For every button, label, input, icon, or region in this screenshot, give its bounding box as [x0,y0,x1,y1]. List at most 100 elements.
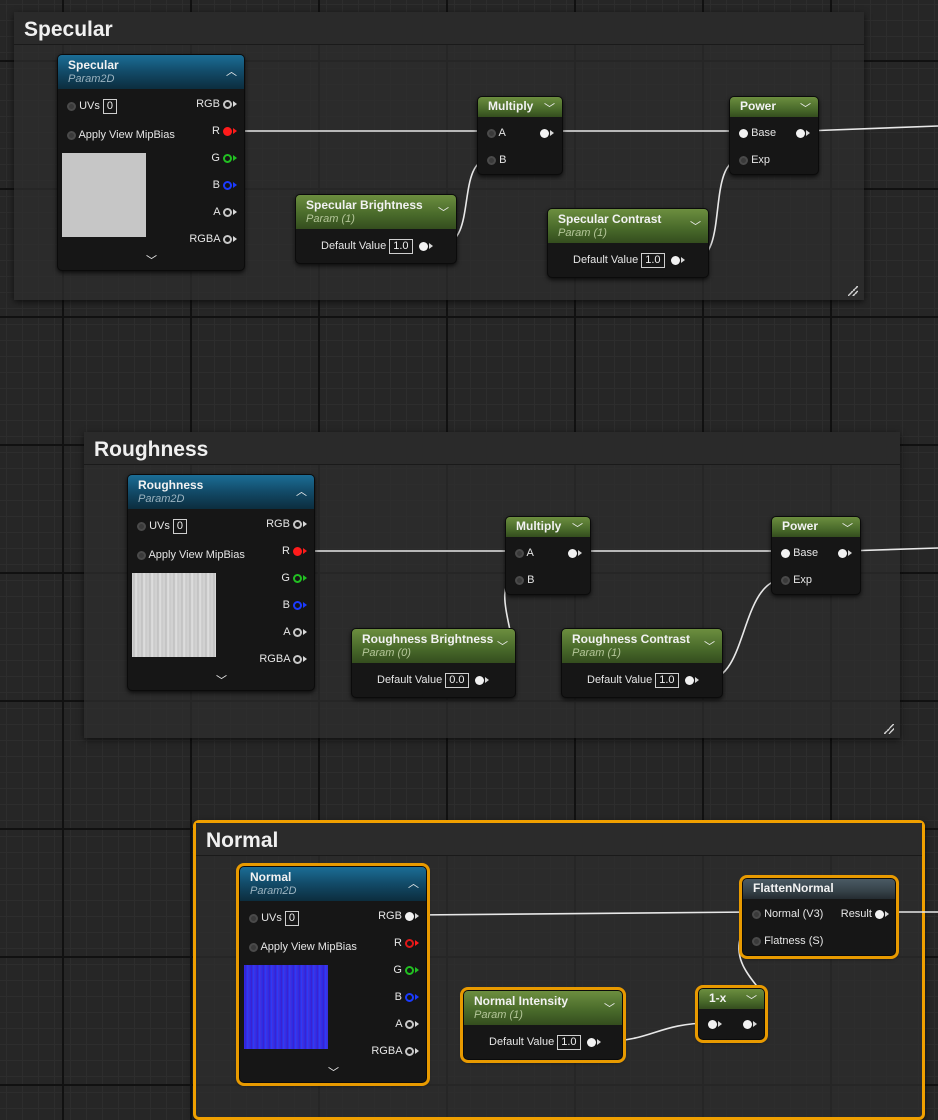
pin-output[interactable] [568,547,582,559]
pin-base[interactable]: Base [781,547,818,559]
comment-title-normal[interactable]: Normal [196,823,922,856]
node-header[interactable]: Multiply ﹀ [506,517,590,537]
chevron-down-icon[interactable]: ﹀ [438,207,449,219]
node-header[interactable]: Power ﹀ [772,517,860,537]
default-value-field[interactable]: 1.0 [389,239,413,254]
pin-mipbias[interactable]: Apply View MipBias [137,549,245,561]
pin-a[interactable]: A [395,1018,419,1030]
node-header[interactable]: Normal Intensity Param (1) ﹀ [464,991,622,1025]
flatten-normal-node[interactable]: FlattenNormal Normal (V3) Flatness (S) R… [739,875,899,959]
one-minus-node[interactable]: 1-x ﹀ [695,985,768,1043]
pin-dot-icon[interactable] [293,519,302,529]
pin-exp[interactable]: Exp [781,574,812,586]
pin-normal[interactable]: Normal (V3) [752,908,823,920]
pin-a[interactable]: A [283,626,307,638]
pin-g[interactable]: G [393,964,419,976]
chevron-down-icon[interactable]: ﹀ [690,221,701,233]
pin-rgba[interactable]: RGBA [259,653,307,665]
scalar-param-node-specular-brightness[interactable]: Specular Brightness Param (1) ﹀ Default … [295,194,457,264]
uvs-value[interactable]: 0 [284,911,299,926]
pin-dot-icon[interactable] [293,573,302,583]
pin-rgba[interactable]: RGBA [189,233,237,245]
pin-dot-icon[interactable] [684,675,694,685]
pin-dot-icon[interactable] [796,128,805,138]
pin-exp[interactable]: Exp [739,154,770,166]
pin-r[interactable]: R [212,125,237,137]
chevron-up-icon[interactable]: ︿ [226,66,237,78]
pin-dot-icon[interactable] [739,155,748,165]
chevron-down-icon[interactable]: ﹀ [216,675,227,687]
pin-dot-icon[interactable] [249,913,258,923]
chevron-down-icon[interactable]: ﹀ [544,103,555,115]
pin-g[interactable]: G [211,152,237,164]
pin-dot-icon[interactable] [515,548,524,558]
pin-b[interactable]: B [213,179,237,191]
scalar-param-node-specular-contrast[interactable]: Specular Contrast Param (1) ﹀ Default Va… [547,208,709,278]
pin-dot-icon[interactable] [474,675,484,685]
pin-dot-icon[interactable] [293,546,302,556]
pin-output[interactable] [743,1018,757,1030]
scalar-param-node-roughness-contrast[interactable]: Roughness Contrast Param (1) ﹀ Default V… [561,628,723,698]
chevron-down-icon[interactable]: ﹀ [704,641,715,653]
pin-dot-icon[interactable] [708,1019,717,1029]
pin-a[interactable]: A [515,547,534,559]
pin-b[interactable]: B [515,574,534,586]
chevron-down-icon[interactable]: ﹀ [842,523,853,535]
pin-a[interactable]: A [487,127,506,139]
default-value-field[interactable]: 1.0 [641,253,665,268]
pin-dot-icon[interactable] [293,600,302,610]
pin-dot-icon[interactable] [405,1046,414,1056]
pin-dot-icon[interactable] [293,654,302,664]
default-value-field[interactable]: 0.0 [445,673,469,688]
pin-dot-icon[interactable] [223,153,232,163]
pin-output[interactable] [540,127,554,139]
multiply-node-roughness[interactable]: Multiply ﹀ A B [505,516,591,595]
node-header[interactable]: Specular Contrast Param (1) ﹀ [548,209,708,243]
pin-output[interactable] [796,127,810,139]
node-header[interactable]: Normal Param2D ︿ [240,867,426,901]
pin-dot-icon[interactable] [405,938,414,948]
pin-r[interactable]: R [282,545,307,557]
pin-b[interactable]: B [487,154,506,166]
pin-dot-icon[interactable] [223,234,232,244]
pin-dot-icon[interactable] [137,521,146,531]
scalar-param-node-normal-intensity[interactable]: Normal Intensity Param (1) ﹀ Default Val… [460,987,626,1063]
power-node-roughness[interactable]: Power ﹀ Base Exp [771,516,861,595]
pin-input[interactable] [708,1018,722,1030]
default-value-field[interactable]: 1.0 [557,1035,581,1050]
pin-dot-icon[interactable] [249,942,258,952]
resize-grip-icon[interactable] [848,286,858,296]
node-header[interactable]: Roughness Contrast Param (1) ﹀ [562,629,722,663]
power-node-specular[interactable]: Power ﹀ Base Exp [729,96,819,175]
pin-dot-icon[interactable] [586,1037,596,1047]
pin-dot-icon[interactable] [838,548,847,558]
pin-dot-icon[interactable] [487,128,496,138]
pin-dot-icon[interactable] [405,965,414,975]
pin-b[interactable]: B [283,599,307,611]
pin-dot-icon[interactable] [540,128,549,138]
chevron-down-icon[interactable]: ﹀ [604,1003,615,1015]
node-header[interactable]: Roughness Param2D ︿ [128,475,314,509]
node-header[interactable]: 1-x ﹀ [699,989,764,1009]
pin-a[interactable]: A [213,206,237,218]
chevron-down-icon[interactable]: ﹀ [572,523,583,535]
node-header[interactable]: Power ﹀ [730,97,818,117]
pin-dot-icon[interactable] [405,992,414,1002]
chevron-up-icon[interactable]: ︿ [408,878,419,890]
pin-dot-icon[interactable] [223,207,232,217]
pin-dot-icon[interactable] [568,548,577,558]
pin-dot-icon[interactable] [487,155,496,165]
pin-g[interactable]: G [281,572,307,584]
chevron-down-icon[interactable]: ﹀ [328,1067,339,1079]
default-value-field[interactable]: 1.0 [655,673,679,688]
chevron-up-icon[interactable]: ︿ [296,486,307,498]
